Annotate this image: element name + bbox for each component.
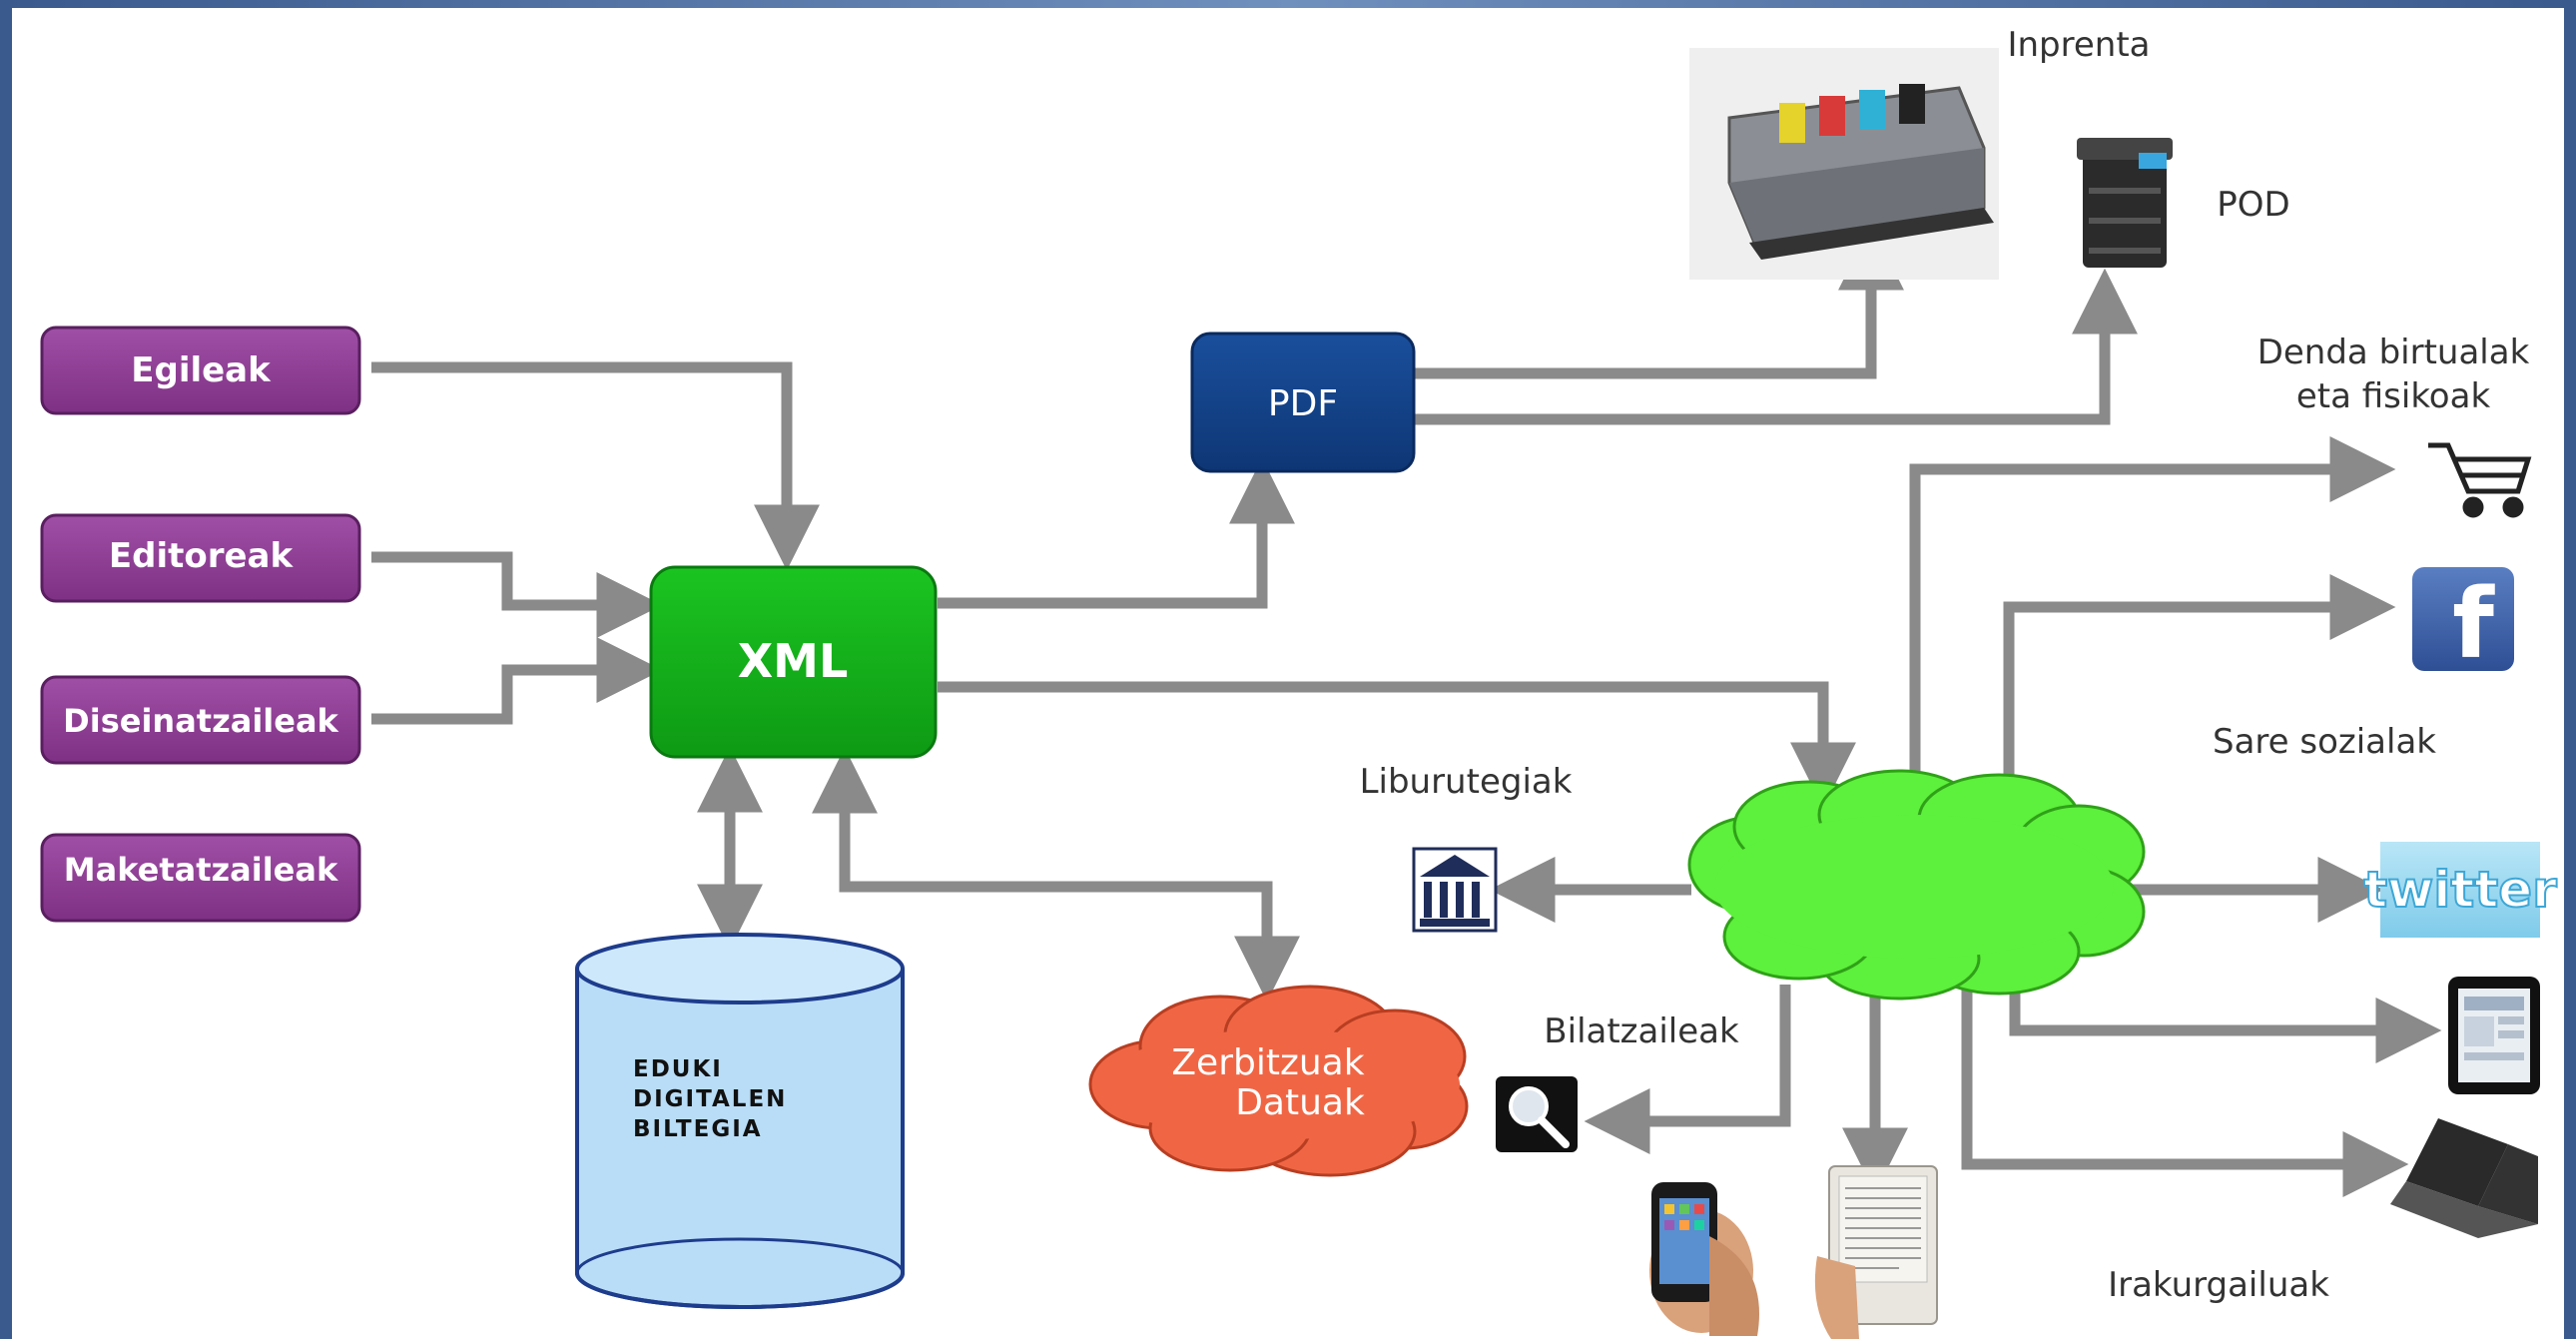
label-stores: Denda birtualak (2257, 333, 2530, 372)
xml-box (649, 565, 938, 759)
label-search: Bilatzaileak (1544, 1011, 1739, 1051)
source-boxes: Egileak Editoreak Diseinatzaileak Maketa… (40, 326, 361, 923)
arrow-pdf-pod (1404, 268, 2138, 425)
arrow-xml-pdf (938, 457, 1295, 609)
label-libraries: Liburutegiak (1360, 762, 1573, 802)
arrow-cloud-tablet (2009, 977, 2442, 1063)
source-box-egileak (40, 326, 361, 415)
pdf-label: PDF (1268, 383, 1338, 424)
repository-label: BILTEGIA (633, 1116, 763, 1142)
pdf-box (1190, 332, 1416, 473)
arrows (371, 224, 2442, 1197)
services-label: Zerbitzuak (1171, 1042, 1364, 1083)
facebook-icon: f (2412, 567, 2514, 680)
printing-press-icon (1689, 48, 1999, 280)
source-box-diseinatzaileak (40, 675, 361, 765)
laptop-icon (2390, 1118, 2538, 1238)
ereader-icon (1814, 1165, 1938, 1339)
services-label: Datuak (1235, 1082, 1365, 1123)
twitter-icon: twitter (2362, 842, 2558, 938)
repository-label: EDUKI (633, 1056, 723, 1082)
arrow-cloud-stores (1909, 436, 2396, 793)
svg-text:f: f (2452, 568, 2495, 680)
magnifier-icon (1496, 1076, 1578, 1152)
services-cloud: Zerbitzuak Datuak (1088, 985, 1469, 1177)
arrow-diseinatzaileak-xml (371, 637, 663, 725)
label-inprenta: Inprenta (2007, 25, 2150, 65)
distribution-cloud (1687, 769, 2146, 1001)
pod-printer-icon (2077, 138, 2173, 268)
twitter-logo-text: twitter (2363, 861, 2557, 919)
arrow-cloud-facebook (2003, 574, 2396, 793)
source-label: Diseinatzaileak (63, 702, 338, 740)
source-box-editoreak (40, 513, 361, 603)
source-box-maketatzaileak (40, 833, 361, 923)
arrow-cloud-laptop (1961, 982, 2409, 1197)
arrow-cloud-search (1584, 985, 1791, 1154)
label-readers: Irakurgailuak (2108, 1265, 2329, 1305)
repository-cylinder: EDUKI DIGITALEN BILTEGIA (575, 933, 905, 1309)
source-label: Maketatzaileak (64, 851, 338, 889)
smartphone-icon (1649, 1182, 1759, 1336)
repository-label: DIGITALEN (633, 1086, 787, 1112)
library-icon (1412, 847, 1498, 933)
shopping-cart-icon (2428, 442, 2532, 518)
source-label: Egileak (131, 350, 272, 390)
arrow-xml-cloud (938, 681, 1856, 809)
label-social: Sare sozialak (2213, 722, 2436, 762)
source-label: Editoreak (109, 536, 295, 576)
tablet-icon (2448, 977, 2540, 1094)
label-stores: eta fisikoak (2296, 376, 2491, 416)
arrow-pdf-inprenta (1404, 224, 1904, 379)
arrow-egileak-xml (371, 361, 820, 571)
label-pod: POD (2217, 185, 2289, 225)
publishing-workflow-diagram: Egileak Editoreak Diseinatzaileak Maketa… (40, 25, 2558, 1339)
diagram-canvas: Egileak Editoreak Diseinatzaileak Maketa… (12, 8, 2564, 1339)
arrow-editoreak-xml (371, 551, 663, 638)
xml-label: XML (738, 634, 849, 688)
arrow-xml-services (812, 747, 1300, 1003)
